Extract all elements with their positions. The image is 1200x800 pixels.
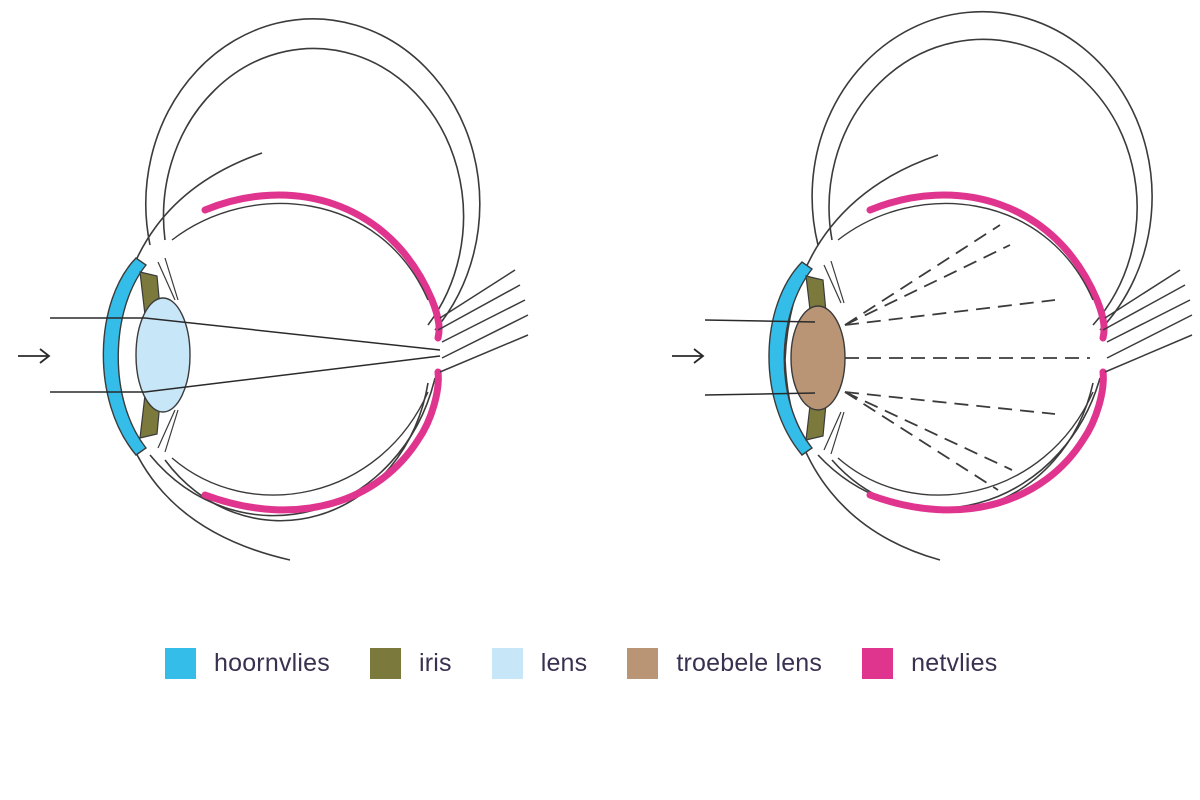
- legend-item: lens: [492, 648, 588, 679]
- arrow-icon: [672, 349, 703, 363]
- eye-diagrams: [0, 0, 1200, 620]
- legend-label: iris: [419, 649, 452, 678]
- sclera-layer: [812, 12, 1152, 509]
- retina: [205, 195, 439, 510]
- legend-label: hoornvlies: [214, 649, 330, 678]
- legend-label: lens: [541, 649, 588, 678]
- light-ray-top: [705, 320, 815, 322]
- legend-swatch: [862, 648, 893, 679]
- optic-nerve: [1103, 270, 1192, 372]
- legend-item: iris: [370, 648, 452, 679]
- optic-nerve: [438, 270, 528, 372]
- sclera-layer-2: [164, 48, 464, 520]
- legend-item: hoornvlies: [165, 648, 330, 679]
- legend-swatch: [370, 648, 401, 679]
- legend-item: troebele lens: [627, 648, 822, 679]
- cataract-eye: [672, 12, 1192, 560]
- scattered-rays: [845, 225, 1090, 490]
- arrow-icon: [18, 349, 49, 363]
- legend-item: netvlies: [862, 648, 997, 679]
- legend-swatch: [165, 648, 196, 679]
- retina-inner-line: [172, 204, 428, 496]
- sclera-layer-2: [829, 39, 1137, 511]
- legend-label: netvlies: [911, 649, 997, 678]
- legend-swatch: [627, 648, 658, 679]
- legend-label: troebele lens: [676, 649, 822, 678]
- healthy-eye: [18, 19, 528, 560]
- sclera-layer: [146, 19, 480, 516]
- legend-swatch: [492, 648, 523, 679]
- lens: [136, 298, 190, 412]
- legend: hoornvlies iris lens troebele lens netvlies: [165, 645, 1038, 681]
- retina: [870, 195, 1104, 510]
